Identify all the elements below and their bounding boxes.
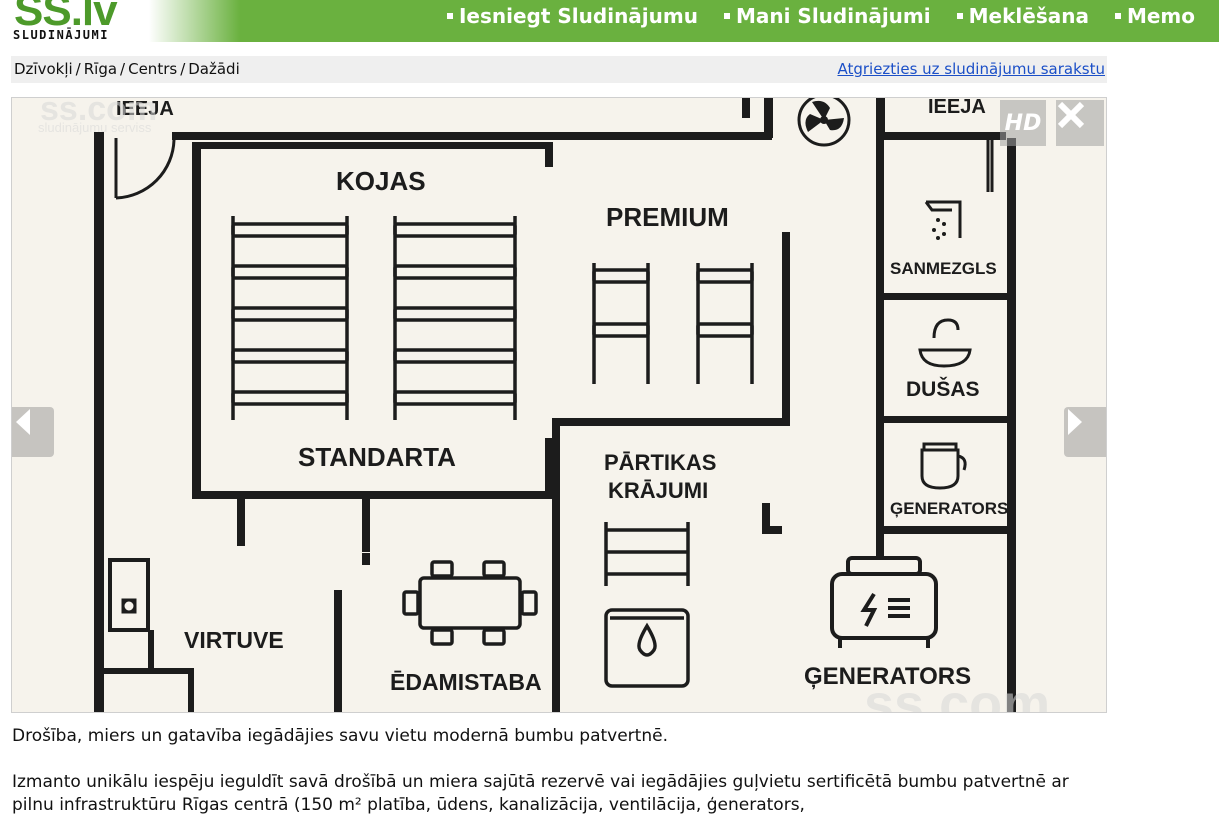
bunk-bed-icon <box>393 216 517 420</box>
bullet-icon <box>1114 13 1121 19</box>
room-label-dusas: DUŠAS <box>906 377 980 401</box>
fan-icon <box>797 98 851 147</box>
nav-label[interactable]: Iesniegt Sludinājumu <box>458 4 698 28</box>
description-paragraph: Izmanto unikālu iespēju ieguldīt savā dr… <box>12 772 1069 815</box>
door-icon <box>114 138 176 200</box>
room-label-generators-small: ĢENERATORS <box>890 499 1008 518</box>
shelf-icon <box>604 522 690 586</box>
breadcrumb: Dzīvokļi/Rīga/Centrs/Dažādi Atgriezties … <box>11 56 1107 83</box>
room-label-edamistaba: ĒDAMISTABA <box>390 669 542 695</box>
wall <box>1007 138 1016 712</box>
room-label-virtuve: VIRTUVE <box>184 627 284 653</box>
wall <box>172 132 772 140</box>
wall <box>552 418 782 426</box>
logo-text[interactable]: SS.lv <box>14 0 118 35</box>
breadcrumb-separator: / <box>75 60 81 78</box>
bunk-bed-icon <box>231 216 349 420</box>
wall <box>876 132 1006 140</box>
image-viewer[interactable]: IEEJA IEEJA KOJAS PREMIUM SANMEZGLS DUŠA… <box>11 97 1107 713</box>
generator-icon <box>830 556 938 648</box>
nav-label[interactable]: Memo <box>1126 4 1195 28</box>
logo[interactable]: SS.lv SLUDINĀJUMI <box>0 0 240 42</box>
nav-label[interactable]: Mani Sludinājumi <box>735 4 931 28</box>
room-label-standarta: STANDARTA <box>298 442 456 472</box>
watermark-subtitle: sludinājumu serviss <box>38 120 152 135</box>
breadcrumb-item-dazadi[interactable]: Dažādi <box>188 60 240 78</box>
description-paragraph: Drošība, miers un gatavība iegādājies sa… <box>12 726 668 746</box>
back-to-list-link[interactable]: Atgriezties uz sludinājumu sarakstu <box>837 60 1105 78</box>
hd-button[interactable]: HD <box>1000 100 1046 146</box>
bullet-icon <box>956 13 963 19</box>
nav-my-ads[interactable]: Mani Sludinājumi <box>723 4 931 28</box>
close-viewer-button[interactable] <box>1056 100 1104 146</box>
watermark: ss.com <box>40 98 157 128</box>
sink-icon <box>918 318 972 368</box>
bullet-icon <box>723 13 730 19</box>
wall <box>764 98 773 138</box>
dining-table-icon <box>402 560 538 646</box>
room-label-kojas: KOJAS <box>336 166 426 196</box>
chevron-right-icon <box>1068 409 1082 435</box>
site-header: SS.lv SLUDINĀJUMI Iesniegt Sludinājumu M… <box>0 0 1219 42</box>
nav-memo[interactable]: Memo <box>1114 4 1195 28</box>
wall <box>876 98 885 140</box>
watermark: ss.com <box>864 674 1050 712</box>
floor-plan-image: IEEJA IEEJA KOJAS PREMIUM SANMEZGLS DUŠA… <box>38 98 1050 712</box>
wall <box>192 142 201 498</box>
breadcrumb-item-riga[interactable]: Rīga <box>83 60 118 78</box>
room-label-krajumi: KRĀJUMI <box>608 478 708 503</box>
nav-label[interactable]: Meklēšana <box>968 4 1089 28</box>
nav-submit-ad[interactable]: Iesniegt Sludinājumu <box>446 4 698 28</box>
nav-search[interactable]: Meklēšana <box>956 4 1089 28</box>
door-icon <box>986 138 994 192</box>
breadcrumb-separator: / <box>180 60 186 78</box>
generator-cup-icon <box>920 442 967 490</box>
room-label-generators-big: ĢENERATORS <box>804 663 971 690</box>
room-label-entry-left: IEEJA <box>116 98 174 120</box>
room-label-sanmezgls: SANMEZGLS <box>890 259 997 278</box>
top-navigation: Iesniegt Sludinājumu Mani Sludinājumi Me… <box>421 4 1195 28</box>
wall <box>94 132 104 712</box>
previous-image-button[interactable] <box>12 407 54 457</box>
wall <box>876 140 884 560</box>
room-label-entry-right: IEEJA <box>928 98 986 118</box>
chevron-left-icon <box>16 409 30 435</box>
next-image-button[interactable] <box>1064 407 1106 457</box>
bullet-icon <box>446 13 453 19</box>
bunk-bed-icon <box>592 263 754 384</box>
breadcrumb-separator: / <box>120 60 126 78</box>
breadcrumb-item-apartments[interactable]: Dzīvokļi <box>14 60 73 78</box>
ad-description: Drošība, miers un gatavība iegādājies sa… <box>12 725 1102 840</box>
room-label-partikas: PĀRTIKAS <box>604 450 716 475</box>
breadcrumb-trail: Dzīvokļi/Rīga/Centrs/Dažādi <box>14 60 240 78</box>
stove-icon <box>121 598 137 614</box>
breadcrumb-item-centrs[interactable]: Centrs <box>128 60 178 78</box>
room-label-premium: PREMIUM <box>606 202 729 232</box>
close-icon <box>1057 101 1085 129</box>
logo-subtitle: SLUDINĀJUMI <box>13 28 109 42</box>
water-tank-icon <box>604 608 690 688</box>
shower-icon <box>924 200 962 240</box>
